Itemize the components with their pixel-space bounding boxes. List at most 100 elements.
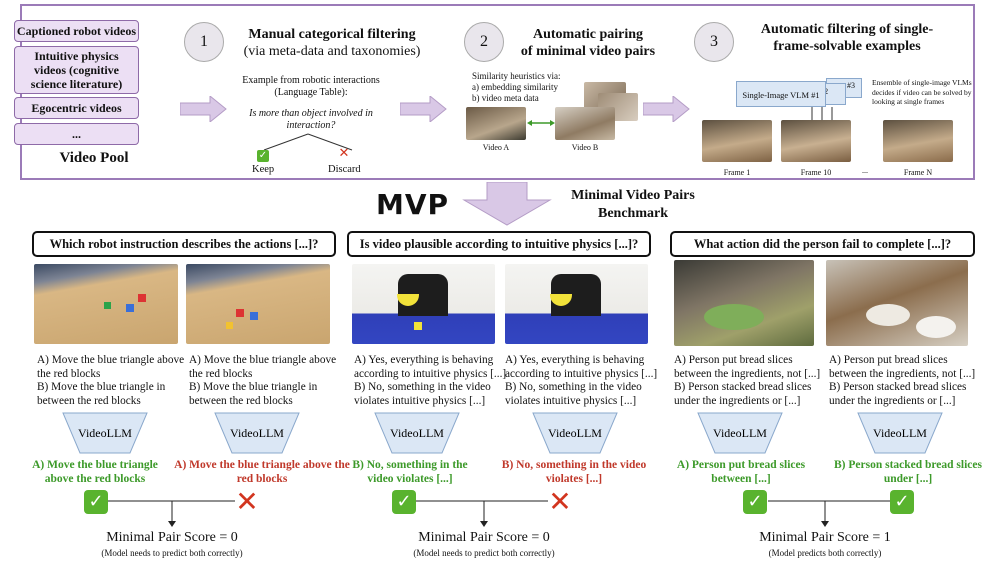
option-line: B) Person stacked bread slices: [829, 381, 967, 393]
option-line: according to intuitive physics [...]: [354, 367, 507, 380]
score-note: (Model predicts both correctly): [768, 548, 882, 558]
svg-text:VideoLLM: VideoLLM: [873, 426, 927, 440]
heuristics-line: Similarity heuristics via:: [472, 71, 561, 81]
svg-text:VideoLLM: VideoLLM: [230, 426, 284, 440]
options-right: A) Person put bread slices between the i…: [829, 354, 979, 408]
video-b-frame: [555, 107, 615, 140]
score-note: (Model needs to predict both correctly): [413, 548, 555, 558]
prediction-right: B) Person stacked bread slices under [..…: [833, 459, 982, 485]
minimal-pair-score: Minimal Pair Score = 1: [759, 530, 891, 545]
frame-n-image: [883, 120, 953, 162]
step-1-title: Manual categorical filtering: [248, 27, 416, 42]
heuristics-line: b) video meta data: [472, 93, 539, 103]
frame-10-label: Frame 10: [800, 168, 832, 177]
question-box: Which robot instruction describes the ac…: [32, 231, 336, 257]
benchmark-title: Minimal Video Pairs: [571, 188, 695, 203]
discard-label: Discard: [328, 164, 361, 175]
pair-link-arrow: [527, 120, 555, 126]
frame-1-image: [702, 120, 772, 162]
step-3-badge: 3: [694, 22, 734, 62]
check-icon: ✓: [743, 490, 767, 514]
options-right: A) Yes, everything is behaving according…: [505, 354, 660, 408]
svg-text:VideoLLM: VideoLLM: [713, 426, 767, 440]
step-2-badge: 2: [464, 22, 504, 62]
ensemble-line: Ensemble of single-image VLMs: [872, 78, 972, 87]
videollm-model: VideoLLM: [697, 412, 783, 454]
prediction-right: A) Move the blue triangle above the red …: [174, 459, 350, 485]
check-icon: ✓: [392, 490, 416, 514]
option-line: between the red blocks: [37, 394, 141, 407]
pool-item-robot: Captioned robot videos: [14, 20, 139, 42]
option-line: violates intuitive physics [...]: [354, 394, 486, 407]
robot-video-frame-b: [186, 264, 330, 344]
videollm-model: VideoLLM: [532, 412, 618, 454]
pool-label: Video Pool: [59, 150, 129, 166]
cross-icon: ✕: [338, 146, 350, 161]
svg-text:VideoLLM: VideoLLM: [78, 426, 132, 440]
step-2-title: Automatic pairing: [532, 27, 644, 42]
check-icon: ✓: [890, 490, 914, 514]
option-line: A) Move the blue triangle above: [189, 354, 337, 366]
vlm-box-1: Single-Image VLM #1: [736, 81, 826, 107]
step-1-example: Example from robotic interactions: [242, 75, 380, 86]
minimal-pair-score: Minimal Pair Score = 0: [418, 530, 550, 545]
step-2-subtitle: of minimal video pairs: [520, 44, 656, 59]
salad-plate: [704, 304, 764, 330]
option-line: the red blocks: [37, 367, 101, 380]
frame-10-image: [781, 120, 851, 162]
video-a-label: Video A: [482, 143, 510, 152]
option-line: under the ingredients or [...]: [674, 394, 801, 407]
step-1-question-cont: interaction?: [286, 120, 336, 131]
options-left: A) Yes, everything is behaving according…: [354, 354, 509, 408]
option-line: between the ingredients, not [...]: [674, 367, 821, 380]
red-block: [138, 294, 146, 302]
prediction-left: A) Person put bread slices between [...]: [676, 459, 806, 485]
option-line: between the ingredients, not [...]: [829, 367, 976, 380]
option-line: between the red blocks: [189, 394, 293, 407]
video-a-frame: [466, 107, 526, 140]
vlm-input-arrows: [811, 107, 833, 121]
keep-label: Keep: [252, 164, 275, 175]
prediction-left: A) Move the blue triangle above the red …: [32, 459, 158, 485]
option-line: violates intuitive physics [...]: [505, 394, 637, 407]
ensemble-line: decides if video can be solved by: [872, 87, 972, 97]
option-line: B) Person stacked bread slices: [674, 381, 812, 393]
step-1-question: Is more than object involved in: [249, 108, 373, 119]
step-3-title: Automatic filtering of single-: [760, 22, 934, 37]
decision-branch: [263, 133, 353, 151]
step-3-subtitle: frame-solvable examples: [773, 39, 921, 54]
step-1-subtitle: (via meta-data and taxonomies): [243, 44, 421, 59]
check-icon: ✓: [84, 490, 108, 514]
pool-item-more: ...: [14, 123, 139, 145]
mvp-logo: MVP: [376, 188, 450, 221]
option-line: B) Move the blue triangle in: [189, 381, 318, 393]
arrow-right-icon: [180, 96, 227, 122]
ensemble-description: Ensemble of single-image VLMs decides if…: [872, 78, 972, 107]
videollm-model: VideoLLM: [214, 412, 300, 454]
option-line: A) Person put bread slices: [674, 354, 793, 366]
benchmark-subtitle: Benchmark: [598, 206, 668, 221]
yellow-bowl: [550, 294, 572, 306]
yellow-block: [226, 322, 233, 329]
frame-ellipsis: ...: [862, 166, 868, 175]
video-b-label: Video B: [571, 143, 599, 152]
blue-triangle: [250, 312, 258, 320]
arrow-right-icon: [643, 96, 690, 122]
option-line: B) No, something in the video: [354, 381, 491, 393]
score-join-lines: [108, 500, 890, 527]
plate: [916, 316, 956, 338]
options-right: A) Move the blue triangle above the red …: [189, 354, 339, 408]
option-line: A) Person put bread slices: [829, 354, 948, 366]
option-line: according to intuitive physics [...]: [505, 367, 658, 380]
videollm-model: VideoLLM: [857, 412, 943, 454]
options-left: A) Person put bread slices between the i…: [674, 354, 824, 408]
option-line: under the ingredients or [...]: [829, 394, 956, 407]
physics-video-frame-b: [505, 264, 648, 344]
options-left: A) Move the blue triangle above the red …: [37, 354, 187, 408]
green-block: [104, 302, 111, 309]
pool-item-physics: Intuitive physics videos (cognitive scie…: [14, 46, 139, 94]
pool-item-egocentric: Egocentric videos: [14, 97, 139, 119]
heuristics-line: a) embedding similarity: [472, 82, 558, 92]
egocentric-video-frame-b: [826, 260, 968, 346]
option-line: the red blocks: [189, 367, 253, 380]
